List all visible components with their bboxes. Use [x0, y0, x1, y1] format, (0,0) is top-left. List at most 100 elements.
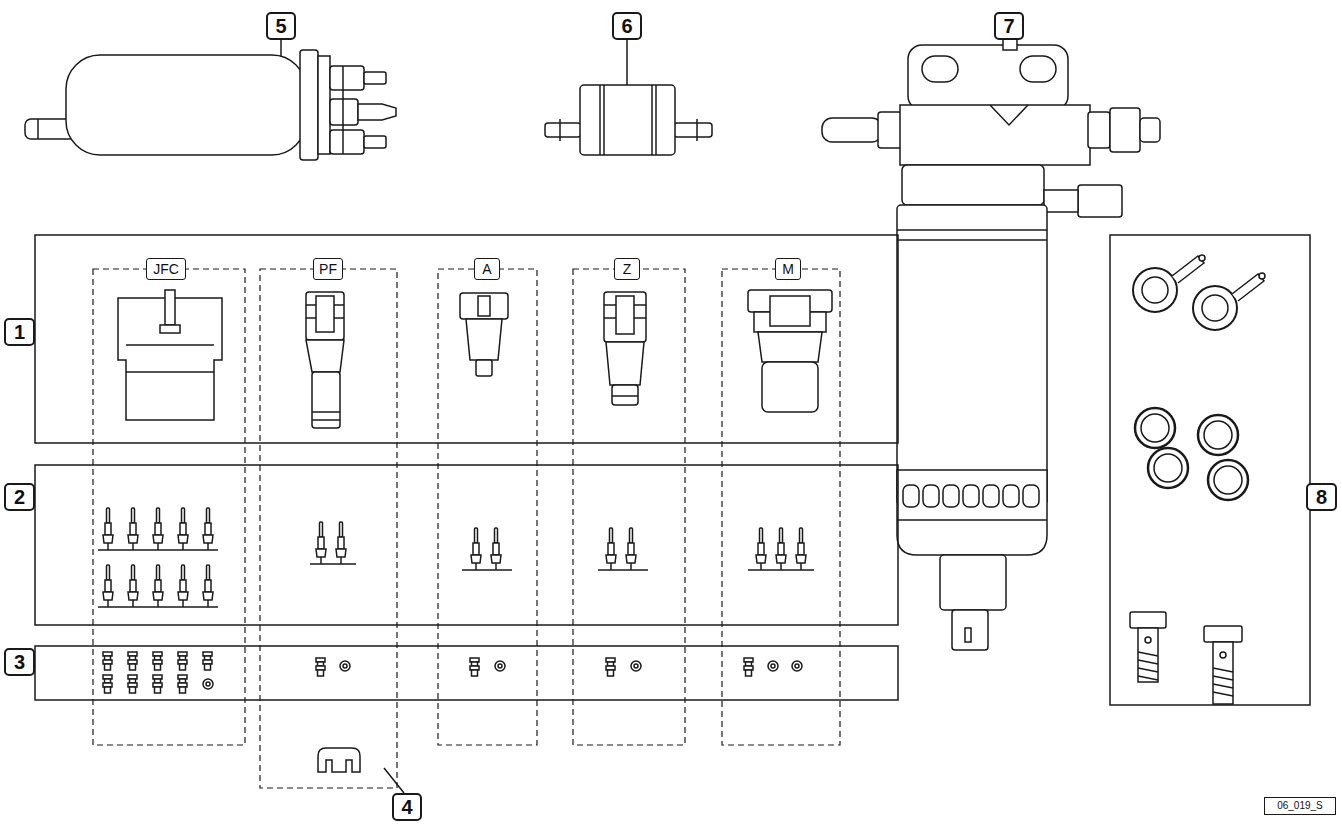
filter-assembly — [963, 485, 979, 507]
terminal-set — [776, 528, 786, 570]
callout-text: 6 — [621, 16, 632, 36]
connector-code: JFC — [153, 262, 179, 276]
connector-code: Z — [623, 262, 632, 276]
terminal-set — [178, 508, 188, 550]
figure-code-text: 06_019_S — [1277, 801, 1323, 811]
retaining-clip — [318, 748, 360, 772]
connector-housing — [126, 371, 214, 373]
terminal-set — [491, 528, 501, 570]
inline-filter — [545, 123, 581, 137]
connector-housing — [770, 296, 810, 326]
filter-assembly — [822, 118, 882, 142]
banjo-bolt — [1130, 612, 1166, 628]
seal-set — [203, 679, 213, 689]
connector-label: JFC — [146, 258, 186, 280]
seal-set — [128, 652, 137, 670]
fuel-pump — [358, 104, 396, 120]
row-frame — [35, 465, 898, 625]
connector-label: M — [775, 258, 801, 280]
seal-set — [178, 652, 187, 670]
terminal-set — [598, 569, 648, 571]
terminal-set — [462, 569, 512, 571]
filter-assembly — [965, 628, 971, 642]
callout-number: 5 — [266, 12, 296, 40]
seal-set — [153, 675, 162, 693]
banjo-eyelet — [1133, 255, 1265, 330]
fuel-pump — [37, 119, 39, 139]
terminal-set — [103, 508, 113, 550]
row-frame — [35, 235, 1310, 705]
terminal-set — [98, 508, 814, 607]
seal-set — [178, 675, 187, 693]
kit-column — [260, 269, 397, 788]
callout-text: 7 — [1003, 16, 1014, 36]
filter-assembly — [923, 485, 939, 507]
callout-text: 2 — [14, 487, 25, 507]
seal-set — [103, 652, 112, 670]
terminal-set — [471, 528, 481, 570]
sealing-washer — [1208, 460, 1248, 500]
seal-set — [792, 661, 802, 671]
connector-code: PF — [319, 262, 337, 276]
banjo-bolt — [1204, 626, 1242, 642]
filter-assembly — [902, 165, 1044, 205]
connector-housing — [306, 340, 344, 372]
terminal-set — [310, 563, 356, 565]
filter-assembly — [1023, 485, 1039, 507]
terminal-set — [626, 528, 636, 570]
banjo-eyelet — [1259, 273, 1265, 279]
callout-text: 4 — [401, 797, 412, 817]
seal-set — [316, 658, 325, 676]
connector-code: M — [782, 262, 794, 276]
inline-filter — [599, 85, 601, 155]
kit-column — [438, 269, 537, 745]
terminal-set — [103, 565, 113, 607]
terminal-set — [796, 528, 806, 570]
sealing-washer — [1148, 448, 1188, 488]
connector-housing — [466, 319, 502, 360]
filter-assembly — [878, 112, 902, 148]
filter-assembly — [903, 485, 919, 507]
connector-housing — [118, 290, 832, 428]
terminal-set — [203, 565, 213, 607]
connector-housing — [758, 332, 822, 362]
connector-housing — [160, 325, 180, 333]
fuel-pump — [342, 66, 344, 154]
fuel-pump — [25, 50, 396, 160]
banjo-bolt — [1130, 612, 1242, 704]
seal-set — [744, 658, 753, 676]
terminal-set — [748, 569, 814, 571]
callout-text: 8 — [1316, 487, 1327, 507]
callout-number: 8 — [1306, 483, 1337, 511]
sealing-washer — [1198, 415, 1238, 455]
connector-housing — [312, 372, 340, 428]
terminal-set — [336, 522, 346, 564]
callout-text: 3 — [14, 652, 25, 672]
inline-filter — [545, 85, 712, 155]
banjo-eyelet — [1202, 295, 1228, 321]
connector-housing — [604, 292, 646, 342]
terminal-set — [178, 565, 188, 607]
retaining-clip — [318, 748, 360, 772]
leader-line — [384, 768, 404, 793]
connector-housing — [612, 395, 638, 397]
inline-filter — [651, 85, 653, 155]
filter-assembly — [943, 485, 959, 507]
terminal-set — [153, 565, 163, 607]
terminal-set — [128, 565, 138, 607]
seal-set — [153, 652, 162, 670]
connector-housing — [612, 385, 638, 405]
fuel-pump — [330, 66, 364, 90]
fuel-pump — [318, 56, 330, 154]
connector-housing — [126, 344, 214, 346]
fuel-pump — [330, 130, 364, 154]
seal-set — [631, 661, 641, 671]
inline-filter — [655, 85, 657, 155]
filter-assembly — [1110, 108, 1140, 152]
filter-assembly — [1140, 118, 1160, 142]
terminal-set — [98, 549, 218, 551]
banjo-eyelet — [1199, 255, 1205, 261]
connector-housing — [316, 296, 334, 332]
